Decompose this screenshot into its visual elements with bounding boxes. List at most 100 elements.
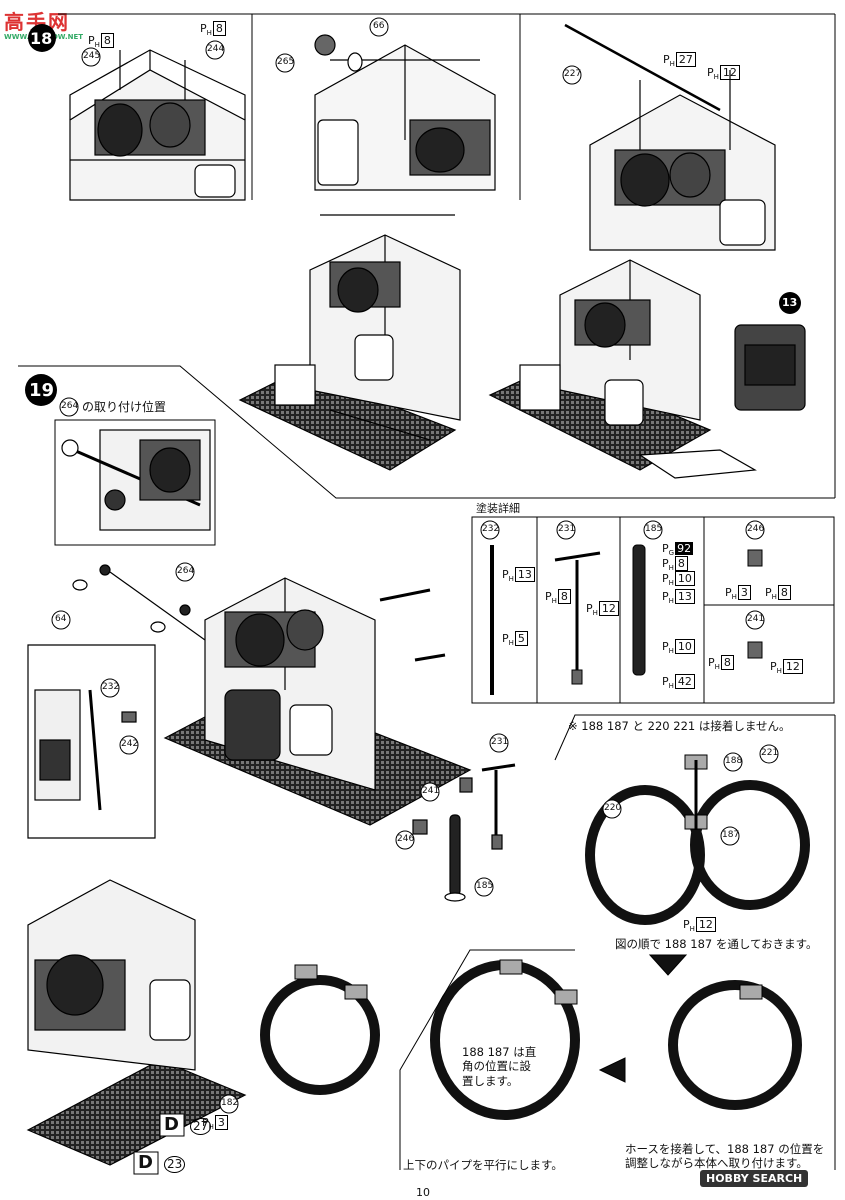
part-185: 185 <box>476 881 494 891</box>
paint-code: 8 <box>212 21 226 36</box>
step13-ref-number: 13 <box>782 296 798 309</box>
step13-ref-badge <box>779 292 801 314</box>
part-265: 265 <box>277 57 295 67</box>
paint-code: 27 <box>675 52 696 67</box>
inset-232-242 <box>27 644 156 839</box>
paint-code: 12 <box>598 601 619 616</box>
step19-number: 19 <box>29 380 55 401</box>
step18-badge <box>28 24 56 52</box>
paint-code: 92 <box>675 542 694 555</box>
part-241: 241 <box>422 786 440 796</box>
part-64: 64 <box>55 614 67 624</box>
part-245: 245 <box>83 51 101 61</box>
decal-d27-number: 27 <box>190 1118 212 1135</box>
paint-code: 8 <box>557 589 571 604</box>
watermark-logo-bottom: HOBBY SEARCH <box>700 1170 809 1187</box>
part-231-detail: 231 <box>558 524 576 534</box>
paint-code: 5 <box>514 631 528 646</box>
hose-diagram <box>399 714 836 1170</box>
paint-code: 10 <box>674 639 695 654</box>
drawing-18e <box>488 259 806 479</box>
part-241-detail: 241 <box>747 614 765 624</box>
drawing-18d <box>238 214 461 471</box>
paint-code: 12 <box>695 917 716 932</box>
part-182: 182 <box>221 1098 239 1108</box>
paint-code: 13 <box>514 567 535 582</box>
part-187: 187 <box>722 830 740 840</box>
paint-code: 8 <box>720 655 734 670</box>
paint-code: 8 <box>100 33 114 48</box>
paint-code: 10 <box>674 571 695 586</box>
step19-region <box>27 419 516 902</box>
part-227: 227 <box>564 69 582 79</box>
paint-code: 12 <box>782 659 803 674</box>
decal-box-2 <box>133 1151 159 1175</box>
part-246: 246 <box>397 834 415 844</box>
part-264: 264 <box>177 566 195 576</box>
step18-region <box>18 13 836 499</box>
paint-code: 8 <box>674 556 688 571</box>
drawing-18b <box>314 34 496 191</box>
step19-badge <box>25 374 57 406</box>
loose-parts <box>412 763 516 902</box>
part-188: 188 <box>725 756 743 766</box>
note-attach: ホースを接着して、188 187 の位置を調整しながら本体へ取り付けます。 <box>625 1142 825 1171</box>
part-185-detail: 185 <box>645 524 663 534</box>
part-232: 232 <box>102 682 120 692</box>
paint-code: 12 <box>719 65 740 80</box>
drawing-18a <box>69 49 246 201</box>
drawing-18c <box>564 23 776 251</box>
part-244: 244 <box>207 44 225 54</box>
paint-code: 42 <box>674 674 695 689</box>
paint-code: 8 <box>777 585 791 600</box>
decal-d23-number: 23 <box>164 1156 186 1173</box>
step18-number: 18 <box>30 29 53 48</box>
paint-detail-table <box>471 516 835 704</box>
part-242: 242 <box>121 739 139 749</box>
part-220: 220 <box>604 803 622 813</box>
paint-code: 3 <box>214 1115 228 1130</box>
detail-264-position <box>61 429 211 531</box>
part-callouts <box>51 17 779 1114</box>
note-parallel: 上下のパイプを平行にします。 <box>403 1158 563 1172</box>
part-221: 221 <box>761 748 779 758</box>
part-231: 231 <box>491 737 509 747</box>
note-pass-order: 図の順で 188 187 を通しておきます。 <box>615 937 818 951</box>
paint-code: 3 <box>737 585 751 600</box>
page-number: 10 <box>416 1186 430 1199</box>
parts-64-264 <box>72 564 206 641</box>
paint-detail-title: 塗装詳細 <box>476 502 520 515</box>
decal-d23-letter: D <box>138 1152 153 1173</box>
note-right-angle: 188 187 は直角の位置に設置します。 <box>462 1045 537 1088</box>
part-66: 66 <box>373 21 385 31</box>
drawing-final <box>26 879 380 1166</box>
paint-code: 13 <box>674 589 695 604</box>
part-246-detail: 246 <box>747 524 765 534</box>
step19-note: の取り付け位置 <box>82 400 167 414</box>
step19-note-part: 264 <box>61 401 79 411</box>
decal-d27-letter: D <box>164 1114 179 1135</box>
decal-box-1 <box>159 1113 185 1137</box>
part-232-detail: 232 <box>482 524 500 534</box>
